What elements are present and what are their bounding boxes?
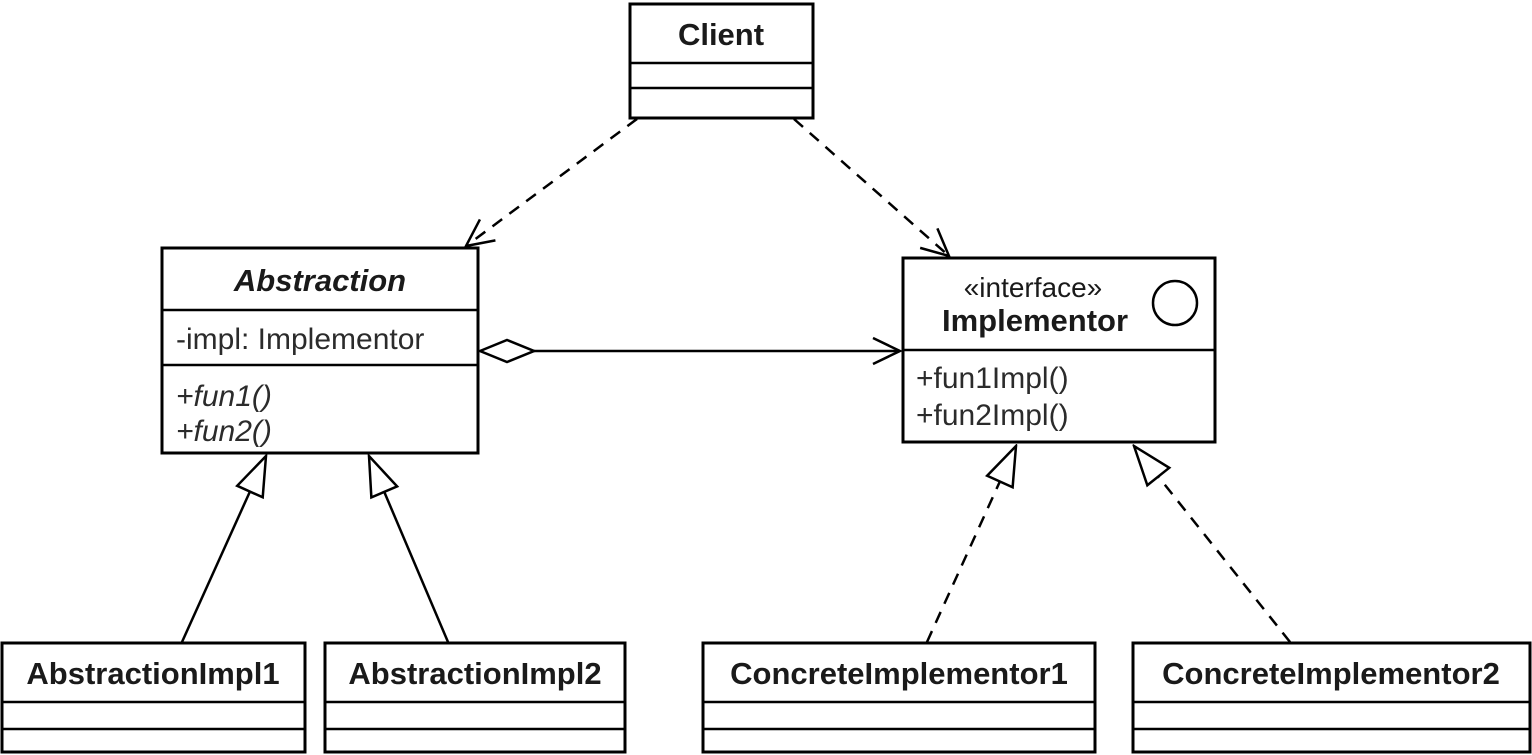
method-fun2: +fun2() [176, 415, 272, 448]
attribute-impl: -impl: Implementor [176, 323, 424, 356]
class-name-concreteimplementor1: ConcreteImplementor1 [730, 656, 1068, 691]
method-fun1: +fun1() [176, 380, 272, 413]
method-fun2impl: +fun2Impl() [916, 399, 1069, 432]
dependency-arrow-client-to-implementor [793, 118, 952, 258]
interface-lollipop-icon [1151, 279, 1199, 327]
class-box-concreteimplementor1: ConcreteImplementor1 [701, 641, 1097, 754]
generalization-arrow-abstractionimpl1-to-abstraction [180, 456, 266, 643]
class-name-concreteimplementor2: ConcreteImplementor2 [1162, 656, 1500, 691]
realization-arrow-concreteimplementor2-to-implementor [1134, 446, 1291, 643]
class-box-abstractionimpl1: AbstractionImpl1 [0, 641, 307, 754]
class-name-abstraction: Abstraction [233, 263, 406, 298]
class-name-implementor: Implementor [942, 303, 1128, 338]
relationship-edges [180, 117, 1291, 643]
class-box-abstraction: Abstraction -impl: Implementor +fun1() +… [160, 246, 480, 455]
generalization-arrow-abstractionimpl2-to-abstraction [369, 456, 450, 643]
method-fun1impl: +fun1Impl() [916, 362, 1069, 395]
class-box-client: Client [628, 2, 815, 120]
dependency-arrow-client-to-abstraction [463, 117, 638, 248]
stereotype-interface: «interface» [964, 272, 1103, 303]
class-name-abstractionimpl2: AbstractionImpl2 [348, 656, 601, 691]
class-name-abstractionimpl1: AbstractionImpl1 [26, 656, 279, 691]
class-box-implementor: «interface» Implementor +fun1Impl() +fun… [901, 256, 1217, 444]
class-box-concreteimplementor2: ConcreteImplementor2 [1131, 641, 1532, 754]
class-name-client: Client [678, 17, 764, 52]
class-box-abstractionimpl2: AbstractionImpl2 [323, 641, 627, 754]
realization-arrow-concreteimplementor1-to-implementor [925, 446, 1016, 643]
